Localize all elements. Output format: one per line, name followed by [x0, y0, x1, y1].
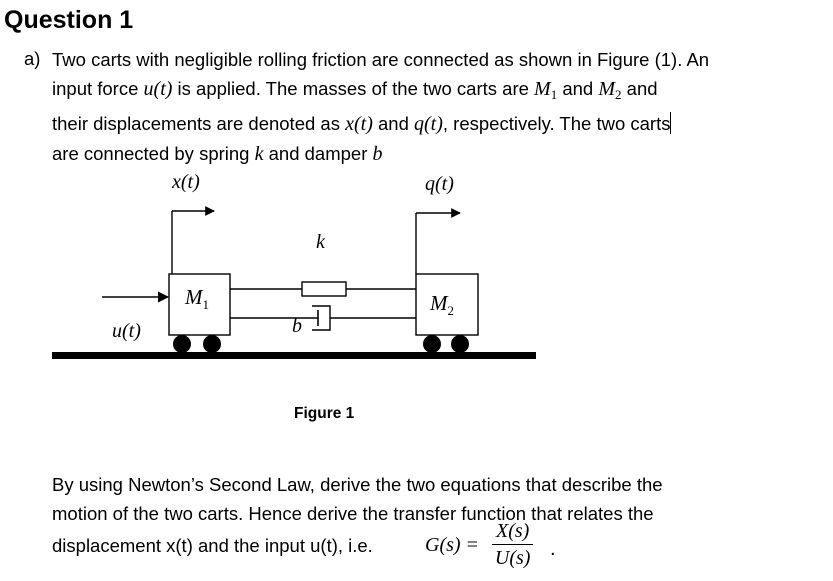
para1-line-4: are connected by spring k and damper b — [52, 139, 822, 169]
math-x: x(t) — [345, 113, 373, 135]
para2-line-2: motion of the two carts. Hence derive th… — [52, 503, 654, 524]
math-m1: M1 — [534, 78, 558, 102]
figure-caption: Figure 1 — [294, 405, 355, 422]
math-b: b — [372, 143, 383, 165]
para1-line-1: Two carts with negligible rolling fricti… — [52, 45, 822, 74]
text: and damper — [263, 143, 373, 164]
transfer-function-lhs: G(s) = — [425, 534, 480, 556]
problem-paragraph: Two carts with negligible rolling fricti… — [52, 45, 822, 169]
spring-label: k — [316, 231, 326, 253]
spring — [301, 281, 347, 297]
instruction-paragraph: By using Newton’s Second Law, derive the… — [52, 470, 663, 528]
fraction-denominator: U(s) — [494, 547, 531, 569]
cart-m2 — [415, 273, 479, 336]
m2-label: M2 — [429, 291, 454, 318]
transfer-function-fraction: X(s) U(s) — [492, 520, 534, 570]
text: and — [372, 113, 415, 134]
cart-m1-wheel — [173, 335, 191, 353]
part-label: a) — [24, 48, 41, 69]
text-caret — [670, 112, 672, 134]
text: are connected by spring — [52, 143, 255, 164]
figure-1-diagram: x(t) q(t) k u(t) M1 M2 b — [52, 171, 536, 359]
m1-label: M1 — [184, 285, 209, 312]
fraction-numerator: X(s) — [492, 520, 534, 545]
cart-m2-wheel — [423, 335, 441, 353]
math-q: q(t) — [414, 113, 443, 135]
math-k: k — [254, 143, 264, 165]
para2-line-1: By using Newton’s Second Law, derive the… — [52, 474, 663, 495]
text: and — [621, 78, 658, 99]
text: input force — [52, 78, 144, 99]
damper-label: b — [292, 315, 302, 337]
text: , respectively. The two carts — [442, 113, 671, 134]
ground — [52, 352, 536, 359]
text: Two carts with negligible rolling fricti… — [52, 49, 710, 70]
text: and — [557, 78, 599, 99]
sentence-period: . — [550, 538, 556, 560]
math-u: u(t) — [143, 78, 173, 100]
question-heading: Question 1 — [4, 6, 134, 34]
para1-line-2: input force u(t) is applied. The masses … — [52, 74, 822, 109]
cart-m2-wheel — [451, 335, 469, 353]
x-label: x(t) — [171, 171, 200, 193]
cart-m1 — [168, 273, 231, 336]
q-label: q(t) — [425, 173, 454, 195]
para1-line-3: their displacements are denoted as x(t) … — [52, 109, 822, 139]
input-label: u(t) — [112, 320, 141, 342]
text: their displacements are denoted as — [52, 113, 346, 134]
cart-m1-wheel — [203, 335, 221, 353]
math-m2: M2 — [598, 78, 622, 102]
para2-line-3: displacement x(t) and the input u(t), i.… — [52, 535, 373, 556]
text: is applied. The masses of the two carts … — [172, 78, 535, 99]
